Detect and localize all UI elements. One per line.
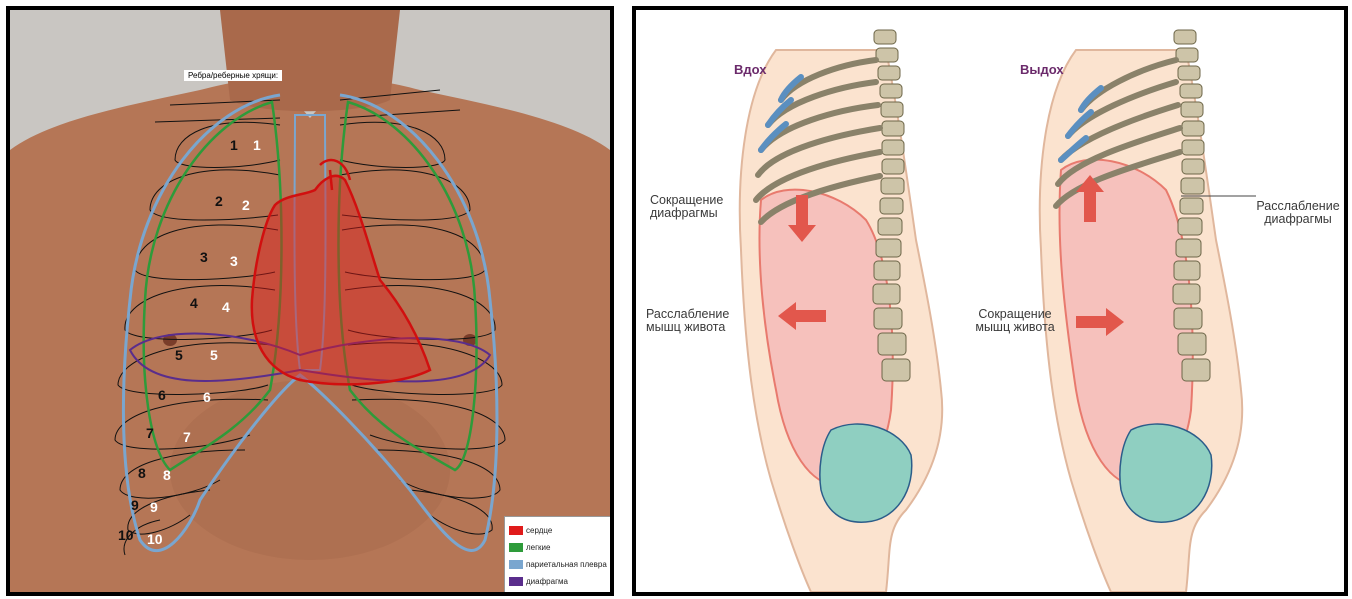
inhale-figure bbox=[740, 30, 942, 592]
rib-number-left-5: 5 bbox=[175, 347, 183, 363]
rib-number-7: 7 bbox=[183, 429, 191, 445]
rib-number-left-1: 1 bbox=[230, 137, 238, 153]
rib-number-2: 2 bbox=[242, 197, 250, 213]
rib-number-left-3: 3 bbox=[200, 249, 208, 265]
rib-number-1: 1 bbox=[253, 137, 261, 153]
legend: сердце легкие париетальная плевра диафра… bbox=[504, 516, 614, 594]
inhale-title: Вдох bbox=[734, 62, 767, 77]
inhale-abdomen-label: Расслабление мышц живота bbox=[646, 308, 766, 334]
rib-number-left-8: 8 bbox=[138, 465, 146, 481]
rib-number-10: 10 bbox=[147, 531, 163, 547]
inhale-diaphragm-label: Сокращение диафрагмы bbox=[650, 194, 760, 220]
rib-number-5: 5 bbox=[210, 347, 218, 363]
rib-number-8: 8 bbox=[163, 467, 171, 483]
legend-item-diaphragm: диафрагма bbox=[509, 574, 568, 588]
legend-swatch-heart bbox=[509, 526, 523, 535]
breathing-diagram-panel: Вдох Выдох Сокращение диафрагмы Расслабл… bbox=[632, 6, 1348, 596]
exhale-figure bbox=[1040, 30, 1256, 592]
legend-swatch-pleura bbox=[509, 560, 523, 569]
rib-number-9: 9 bbox=[150, 499, 158, 515]
chest-label: Ребра/реберные хрящи: bbox=[184, 70, 282, 81]
legend-swatch-diaphragm bbox=[509, 577, 523, 586]
legend-swatch-lungs bbox=[509, 543, 523, 552]
legend-item-pleura: париетальная плевра bbox=[509, 557, 607, 571]
rib-number-left-4: 4 bbox=[190, 295, 198, 311]
rib-number-6: 6 bbox=[203, 389, 211, 405]
legend-label-lungs: легкие bbox=[526, 543, 550, 552]
legend-item-heart: сердце bbox=[509, 523, 552, 537]
rib-number-left-2: 2 bbox=[215, 193, 223, 209]
chest-diagram-panel: 1 2 3 4 5 6 7 8 9 10 1 2 3 4 5 6 7 8 9 1… bbox=[6, 6, 614, 596]
legend-label-diaphragm: диафрагма bbox=[526, 577, 568, 586]
exhale-title: Выдох bbox=[1020, 62, 1064, 77]
breathing-illustration bbox=[636, 10, 1344, 592]
exhale-diaphragm-label: Расслабление диафрагмы bbox=[1248, 200, 1348, 226]
rib-number-4: 4 bbox=[222, 299, 230, 315]
legend-label-heart: сердце bbox=[526, 526, 552, 535]
rib-number-left-6: 6 bbox=[158, 387, 166, 403]
rib-number-left-7: 7 bbox=[146, 425, 154, 441]
chest-illustration: 1 2 3 4 5 6 7 8 9 10 1 2 3 4 5 6 7 8 9 1… bbox=[10, 10, 610, 592]
exhale-abdomen-label: Сокращение мышц живота bbox=[960, 308, 1070, 334]
rib-number-left-9: 9 bbox=[131, 497, 139, 513]
legend-item-lungs: легкие bbox=[509, 540, 550, 554]
rib-number-3: 3 bbox=[230, 253, 238, 269]
legend-label-pleura: париетальная плевра bbox=[526, 560, 607, 569]
rib-number-left-10: 10 bbox=[118, 527, 134, 543]
